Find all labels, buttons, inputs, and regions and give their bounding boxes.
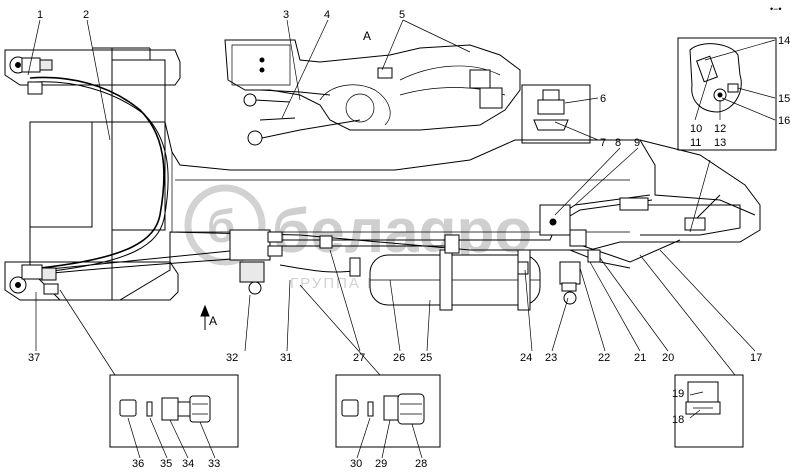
- callout-14: 14: [778, 35, 790, 47]
- callout-25: 25: [420, 352, 432, 364]
- frame-body: [4, 47, 761, 301]
- inset-top: [224, 39, 521, 146]
- detail-box-33-36: [109, 374, 239, 448]
- callout-2: 2: [83, 9, 89, 21]
- corner-mark: •−•: [770, 4, 782, 14]
- callout-15: 15: [778, 93, 790, 105]
- valve-block: [229, 229, 361, 295]
- callout-31: 31: [280, 352, 292, 364]
- callout-17: 17: [750, 352, 762, 364]
- callout-19: 19: [672, 388, 684, 400]
- callout-13: 13: [714, 137, 726, 149]
- view-arrow: [200, 304, 210, 330]
- callout-28: 28: [415, 458, 427, 470]
- callout-34: 34: [182, 458, 194, 470]
- callout-26: 26: [393, 352, 405, 364]
- callout-35: 35: [160, 458, 172, 470]
- callout-1: 1: [37, 9, 43, 21]
- rod-end-bottom: [9, 264, 59, 295]
- callout-16: 16: [778, 115, 790, 127]
- rod-end-top: [9, 56, 53, 95]
- callout-18: 18: [672, 414, 684, 426]
- detail-box-10-16: [677, 37, 777, 151]
- detail-box-28-30: [335, 374, 441, 448]
- callout-20: 20: [662, 352, 674, 364]
- callout-7: 7: [600, 137, 606, 149]
- callout-23: 23: [545, 352, 557, 364]
- callout-9: 9: [634, 137, 640, 149]
- callout-32: 32: [226, 352, 238, 364]
- callout-22: 22: [598, 352, 610, 364]
- callout-29: 29: [375, 458, 387, 470]
- callout-3: 3: [283, 9, 289, 21]
- callout-10: 10: [690, 123, 702, 135]
- view-arrow-mark: A: [209, 314, 217, 328]
- detail-box-6-7: [521, 84, 591, 144]
- callout-12: 12: [714, 123, 726, 135]
- callout-11: 11: [690, 137, 701, 149]
- callout-33: 33: [208, 458, 220, 470]
- detail-box-18-19: [674, 374, 744, 448]
- callout-37: 37: [28, 352, 40, 364]
- valve-right: [539, 194, 721, 305]
- callout-24: 24: [520, 352, 532, 364]
- leader-lines: [27, 19, 776, 459]
- callout-27: 27: [353, 352, 365, 364]
- inset-top-view-mark: A: [363, 29, 371, 43]
- callout-30: 30: [350, 458, 362, 470]
- callout-5: 5: [399, 9, 405, 21]
- callout-21: 21: [634, 352, 646, 364]
- callout-36: 36: [132, 458, 144, 470]
- callout-8: 8: [615, 137, 621, 149]
- callout-labels: 1 2 3 4 5 6 7 8 9 10 11 12 13 14 15 16 1…: [28, 9, 790, 470]
- callout-6: 6: [600, 93, 606, 105]
- callout-4: 4: [324, 9, 330, 21]
